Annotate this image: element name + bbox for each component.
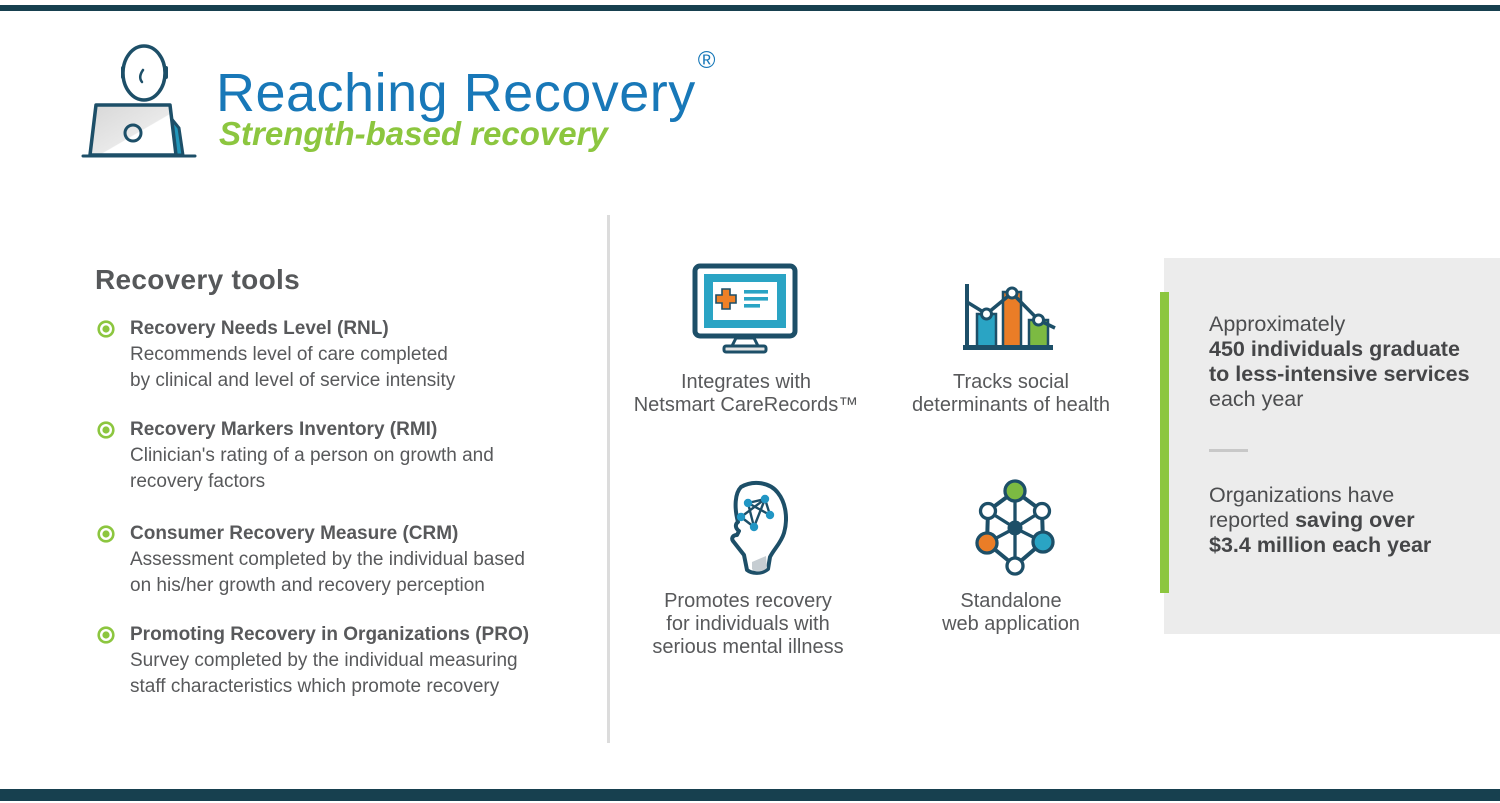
top-accent-bar [0, 5, 1500, 11]
registered-mark: ® [697, 47, 716, 74]
tool-name: Promoting Recovery in Organizations (PRO… [130, 624, 530, 645]
list-item-pro: Promoting Recovery in Organizations (PRO… [97, 622, 602, 700]
list-item-text: Consumer Recovery Measure (CRM) Assessme… [130, 521, 525, 599]
list-item-text: Recovery Markers Inventory (RMI) Clinici… [130, 417, 494, 495]
web-node-network-icon [975, 479, 1055, 576]
tool-description: Assessment completed by the individual b… [130, 549, 526, 596]
head-neural-network-icon [730, 480, 788, 575]
feature-caption-integrates: Integrates with Netsmart CareRecords™ [633, 371, 859, 416]
person-at-laptop-icon [81, 44, 197, 158]
feature-caption-promotes: Promotes recovery for individuals with s… [652, 590, 844, 658]
tool-name: Recovery Needs Level (RNL) [130, 318, 389, 339]
stat-highlight: 450 individuals graduate to less-intensi… [1209, 337, 1470, 386]
page-subtitle: Strength-based recovery [219, 115, 608, 152]
vertical-divider [607, 215, 610, 743]
stats-panel [1164, 258, 1500, 634]
tool-description: Clinician's rating of a person on growth… [130, 445, 494, 492]
stat-text: Organizations have reported [1209, 483, 1395, 532]
stat-savings: Organizations have reported saving over … [1209, 483, 1491, 558]
list-item-rmi: Recovery Markers Inventory (RMI) Clinici… [97, 417, 602, 495]
target-ring-icon [97, 525, 115, 543]
tool-description: Recommends level of care completed by cl… [130, 344, 456, 391]
list-item-text: Recovery Needs Level (RNL) Recommends le… [130, 316, 455, 394]
tool-description: Survey completed by the individual measu… [130, 650, 518, 697]
stat-divider [1209, 449, 1248, 452]
tool-name: Recovery Markers Inventory (RMI) [130, 419, 438, 440]
list-item-crm: Consumer Recovery Measure (CRM) Assessme… [97, 521, 602, 599]
bottom-accent-bar [0, 789, 1500, 801]
ehr-monitor-icon [692, 263, 798, 354]
list-item-text: Promoting Recovery in Organizations (PRO… [130, 622, 529, 700]
feature-caption-standalone: Standalone web application [942, 590, 1080, 635]
stats-panel-accent-bar [1160, 292, 1169, 593]
stat-graduates: Approximately 450 individuals graduate t… [1209, 312, 1491, 412]
stat-highlight: saving over $3.4 million each year [1209, 508, 1432, 557]
feature-caption-tracks: Tracks social determinants of health [912, 371, 1110, 416]
list-item-rnl: Recovery Needs Level (RNL) Recommends le… [97, 316, 602, 394]
stat-text: Approximately [1209, 312, 1346, 336]
stat-text: each year [1209, 387, 1304, 411]
page-title: Reaching Recovery® [216, 47, 715, 123]
target-ring-icon [97, 320, 115, 338]
page-title-text: Reaching Recovery [216, 63, 696, 123]
recovery-tools-heading: Recovery tools [95, 264, 300, 295]
tool-name: Consumer Recovery Measure (CRM) [130, 523, 459, 544]
bar-chart-trend-icon [963, 284, 1056, 350]
target-ring-icon [97, 421, 115, 439]
target-ring-icon [97, 626, 115, 644]
